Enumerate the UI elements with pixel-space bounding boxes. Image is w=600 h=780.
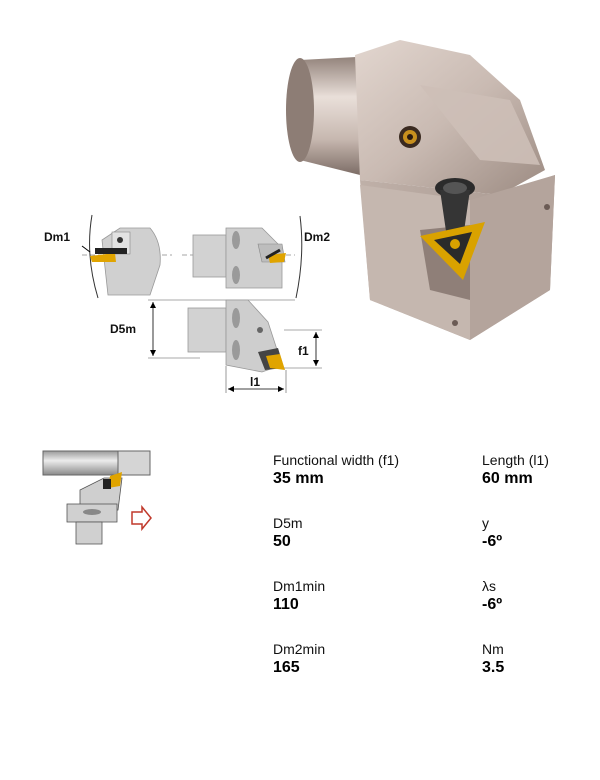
spec-lambda-s: λs -6º — [482, 578, 600, 615]
dm2-view — [182, 215, 303, 299]
spec-dm2min: Dm2min 165 — [273, 641, 423, 678]
l1-label: l1 — [250, 375, 261, 389]
spec-label: Length (l1) — [482, 452, 549, 468]
top-view — [148, 299, 322, 393]
spec-length: Length (l1) 60 mm — [482, 452, 600, 489]
spec-value: 110 — [273, 596, 299, 613]
dm1-view — [81, 214, 172, 299]
spec-value: -6º — [482, 596, 503, 613]
spec-label: Nm — [482, 641, 504, 657]
spec-label: λs — [482, 578, 496, 594]
spec-y: y -6º — [482, 515, 600, 552]
spec-value: -6º — [482, 533, 503, 550]
f1-label: f1 — [298, 344, 309, 358]
spec-value: 165 — [273, 659, 300, 676]
spec-functional-width: Functional width (f1) 35 mm — [273, 452, 423, 489]
d5m-label: D5m — [110, 322, 137, 336]
spec-label: Dm2min — [273, 641, 326, 657]
feed-direction-arrow-icon — [131, 504, 152, 532]
tool-holder-photo — [286, 40, 555, 340]
spec-value: 60 mm — [482, 470, 533, 487]
workpiece-schematic — [42, 450, 151, 545]
spec-dm1min: Dm1min 110 — [273, 578, 423, 615]
spec-label: Dm1min — [273, 578, 326, 594]
dm2-label: Dm2 — [304, 230, 331, 244]
spec-value: 35 mm — [273, 470, 324, 487]
spec-label: y — [482, 515, 489, 531]
spec-label: D5m — [273, 515, 303, 531]
spec-nm: Nm 3.5 — [482, 641, 600, 678]
spec-value: 3.5 — [482, 659, 505, 676]
dm1-label: Dm1 — [44, 230, 71, 244]
spec-d5m: D5m 50 — [273, 515, 423, 552]
spec-label: Functional width (f1) — [273, 452, 400, 468]
spec-value: 50 — [273, 533, 291, 550]
